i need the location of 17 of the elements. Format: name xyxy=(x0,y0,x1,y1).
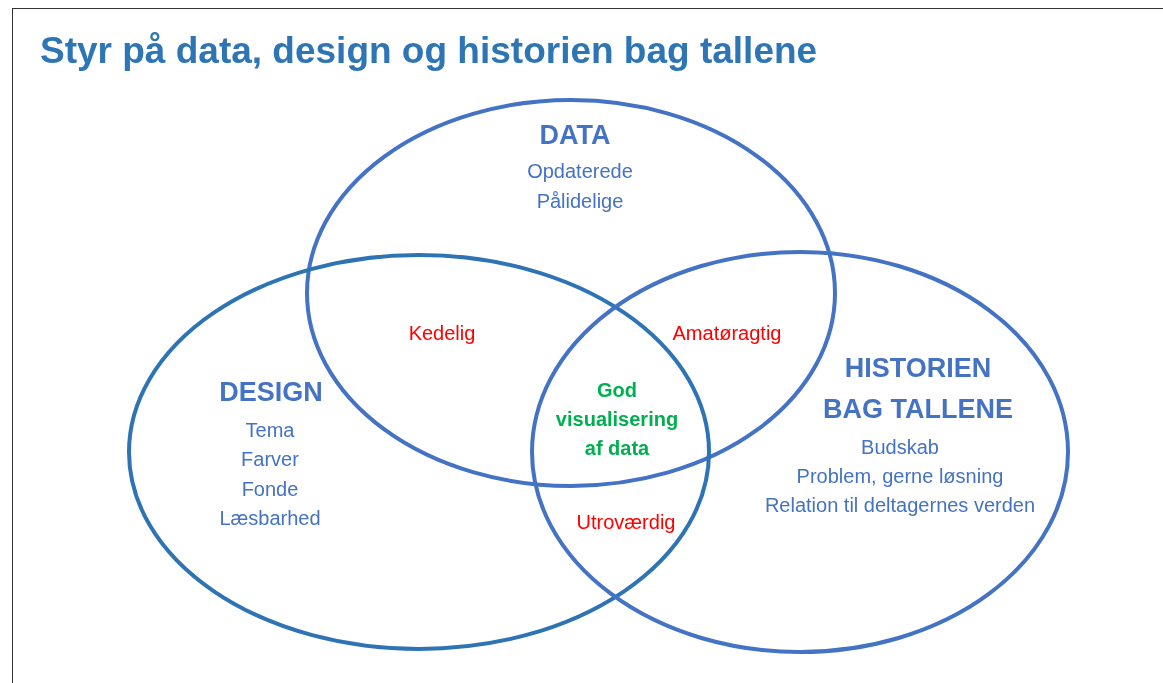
overlap-label: Utroværdig xyxy=(576,510,676,534)
circle-item: Fonde xyxy=(241,477,299,501)
circle-item: Relation til deltagernes verden xyxy=(764,493,1036,517)
overlap-label: Kedelig xyxy=(408,321,476,345)
circle-item: Pålidelige xyxy=(536,189,624,213)
circle-heading: DATA xyxy=(539,118,611,152)
circle-item: Opdaterede xyxy=(527,159,633,183)
circle-item: Læsbarhed xyxy=(219,506,321,530)
circle-item: Problem, gerne løsning xyxy=(796,464,1004,488)
circle-heading: HISTORIEN BAG TALLENE xyxy=(822,351,1014,425)
circle-item: Farver xyxy=(241,447,299,471)
center-label: God visualisering af data xyxy=(554,377,680,461)
circle-heading: DESIGN xyxy=(219,375,323,409)
overlap-label: Amatøragtig xyxy=(672,321,782,345)
circle-item: Budskab xyxy=(861,435,939,459)
title: Styr på data, design og historien bag tallene xyxy=(40,30,818,72)
circle-item: Tema xyxy=(245,418,295,442)
